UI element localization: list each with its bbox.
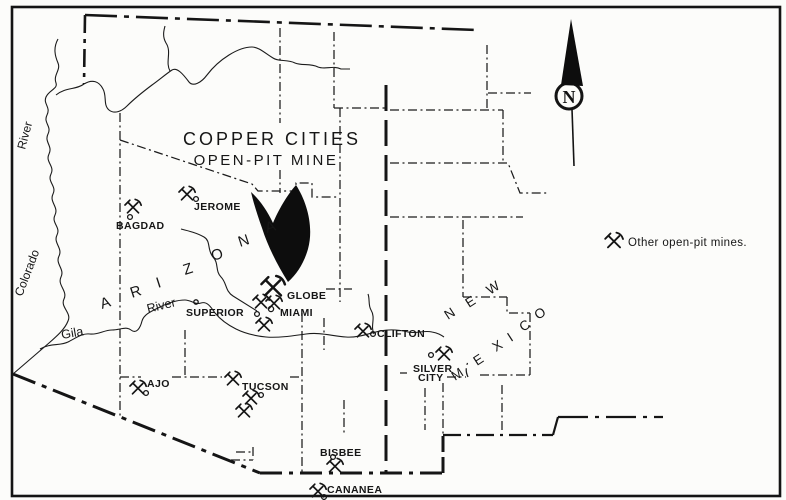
label-miami: MIAMI [280,307,313,319]
gila-river-word: River [145,295,177,316]
label-bisbee: BISBEE [320,447,362,459]
map-frame [10,5,782,498]
nm-letter: N [441,305,457,323]
map-title-line1: COPPER CITIES [183,129,361,149]
north-arrow-blade [561,19,583,86]
nm-letter: E [462,293,478,310]
label-bagdad: BAGDAD [116,220,164,232]
mine-icon-jerome [178,185,197,201]
colorado-label: Colorado [12,247,43,298]
az-letter: Z [181,260,195,279]
mine-icon-tucson-1 [224,370,243,386]
az-letter: A [98,294,113,313]
label-cananea: CANANEA [327,484,382,496]
mine-icon-silver-city [435,345,454,361]
az-letter: N [236,231,252,251]
nm-letter: E [470,351,486,368]
nm-letter: X [489,337,505,354]
state-name-new-mexico: N E W M E X I C O [441,278,548,384]
salt-river-line [180,228,258,312]
mine-icon-globe-large [260,274,287,297]
colorado-river-word: River [14,120,35,151]
colorado-canyon-line [83,46,350,113]
az-letter: A [263,218,278,237]
mine-icon-bisbee [326,457,345,473]
label-ajo: AJO [147,378,170,390]
nm-letter: W [483,278,502,298]
map-title-line2: OPEN-PIT MINE [194,152,339,169]
az-letter: I [154,274,163,291]
county-lines [119,28,548,472]
nm-letter: O [531,304,548,322]
label-globe: GLOBE [287,290,326,302]
colorado-river-line [12,38,70,375]
state-name-arizona: A R I Z O N A [98,218,278,313]
mine-symbols [124,185,624,498]
north-letter: N [563,87,576,107]
mine-icon-tucson-3 [235,402,254,418]
label-tucson: TUCSON [242,381,289,393]
gila-river-line [39,299,445,350]
mine-icon-bagdad [124,198,143,214]
mine-icon-superior [255,316,274,332]
city-labels: JEROME BAGDAD GLOBE MIAMI SUPERIOR CLIFT… [116,201,453,496]
mine-icon-legend [604,231,624,249]
state-borders [12,13,663,475]
label-jerome: JEROME [194,201,241,213]
nm-letter: I [504,330,515,345]
label-clifton: CLIFTON [377,328,425,340]
az-letter: R [128,282,144,302]
label-silver-city-1: SILVER [413,363,453,375]
town-circles [126,195,435,500]
az-letter: O [209,245,225,265]
rivers [12,25,445,375]
pointer-arrow [251,185,311,282]
gila-label: Gila [60,324,84,342]
legend-label: Other open-pit mines. [628,237,747,249]
north-arrow: N [554,19,584,167]
label-superior: SUPERIOR [186,307,244,319]
label-silver-city-2: CITY [418,372,444,384]
